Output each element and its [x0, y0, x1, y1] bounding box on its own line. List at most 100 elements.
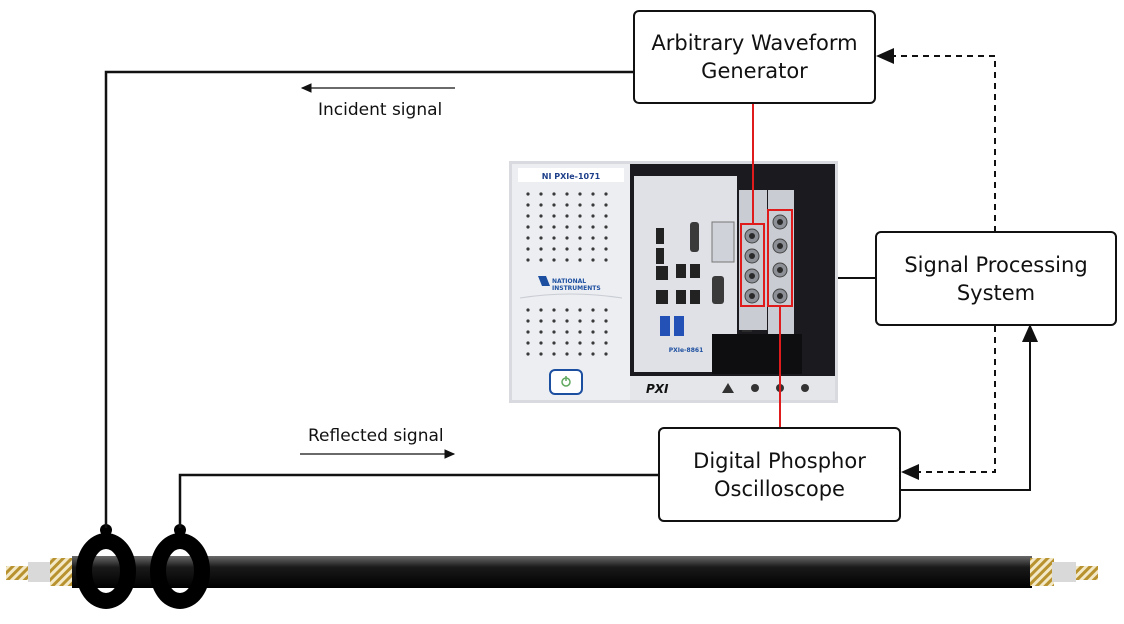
vent-hole	[591, 247, 595, 251]
ni-logo: NATIONAL INSTRUMENTS	[538, 276, 601, 292]
vent-hole	[539, 214, 543, 218]
vent-hole	[539, 192, 543, 196]
signal-processing-system-box: Signal Processing System	[875, 231, 1117, 326]
vent-hole	[578, 258, 582, 262]
bnc-connector-core	[749, 273, 755, 279]
vent-hole	[565, 203, 569, 207]
svg-text:INSTRUMENTS: INSTRUMENTS	[552, 285, 601, 292]
awg-label-line2: Generator	[701, 59, 808, 83]
sps-label-line2: System	[956, 280, 1036, 305]
sps-label-line1: Signal Processing	[904, 252, 1088, 277]
dpo-label-line1: Digital Phosphor	[693, 448, 866, 473]
cable-hatch-left	[6, 566, 28, 580]
bnc-connector-core	[777, 293, 783, 299]
vent-hole	[604, 319, 608, 323]
bnc-connector-core	[777, 243, 783, 249]
vent-hole	[552, 236, 556, 240]
vent-holes-bottom	[526, 308, 608, 356]
pxi-chassis-photo: NI PXIe-1071 NATIONAL INSTRUMENTS PXIe-8…	[509, 161, 838, 403]
vent-hole	[526, 330, 530, 334]
sensor-ring-incident	[76, 524, 136, 609]
cable-insulation-left	[28, 562, 52, 582]
vent-hole	[526, 236, 530, 240]
vent-hole	[539, 352, 543, 356]
vent-hole	[591, 352, 595, 356]
control-sps-to-awg	[876, 48, 996, 232]
cable	[6, 556, 1098, 588]
vent-hole	[526, 192, 530, 196]
cable-jacket	[72, 556, 1032, 588]
vent-hole	[591, 319, 595, 323]
vent-hole	[604, 352, 608, 356]
vent-hole	[552, 341, 556, 345]
vent-hole	[578, 352, 582, 356]
vent-hole	[526, 203, 530, 207]
wire-dpo-to-sps	[900, 324, 1038, 491]
sensor-ring-reflected	[150, 524, 210, 609]
vent-hole	[539, 258, 543, 262]
vent-hole	[565, 247, 569, 251]
vent-hole	[578, 341, 582, 345]
vent-hole	[565, 225, 569, 229]
vent-hole	[604, 308, 608, 312]
bnc-connector-core	[777, 219, 783, 225]
vent-hole	[604, 330, 608, 334]
vent-hole	[604, 192, 608, 196]
vent-hole	[552, 214, 556, 218]
awg-label-line1: Arbitrary Waveform	[651, 31, 858, 55]
cable-shield-left	[50, 558, 74, 586]
digital-phosphor-oscilloscope-box: Digital Phosphor Oscilloscope	[658, 427, 901, 522]
chassis-left-panel	[512, 164, 630, 400]
vent-hole	[539, 225, 543, 229]
vent-hole	[591, 192, 595, 196]
vent-hole	[526, 258, 530, 262]
vent-hole	[565, 308, 569, 312]
vent-hole	[539, 236, 543, 240]
vent-hole	[591, 330, 595, 334]
dpo-label-line2: Oscilloscope	[714, 476, 845, 501]
vent-hole	[591, 258, 595, 262]
vent-hole	[591, 214, 595, 218]
vent-hole	[578, 330, 582, 334]
bnc-connector-core	[749, 233, 755, 239]
vent-hole	[552, 319, 556, 323]
vent-hole	[552, 203, 556, 207]
chassis-model-label: NI PXIe-1071	[542, 172, 601, 181]
cable-hatch-right	[1076, 566, 1098, 580]
vent-hole	[565, 236, 569, 240]
vent-hole	[552, 308, 556, 312]
vent-hole	[526, 214, 530, 218]
vent-hole	[526, 319, 530, 323]
vent-hole	[552, 192, 556, 196]
pxi-label: PXI	[646, 382, 669, 396]
vent-hole	[578, 192, 582, 196]
cable-shield-right	[1030, 558, 1054, 586]
vent-hole	[604, 341, 608, 345]
vent-hole	[526, 341, 530, 345]
control-sps-to-dpo	[901, 326, 996, 480]
vent-hole	[604, 214, 608, 218]
vent-holes-top	[526, 192, 608, 262]
vent-hole	[591, 341, 595, 345]
arbitrary-waveform-generator-box: Arbitrary Waveform Generator	[633, 10, 876, 104]
vent-hole	[539, 319, 543, 323]
vent-hole	[604, 258, 608, 262]
vent-hole	[526, 247, 530, 251]
vent-hole	[604, 247, 608, 251]
vent-hole	[604, 203, 608, 207]
vent-hole	[578, 225, 582, 229]
vent-hole	[578, 247, 582, 251]
vent-hole	[578, 203, 582, 207]
vent-hole	[526, 352, 530, 356]
vent-hole	[591, 308, 595, 312]
vent-hole	[539, 341, 543, 345]
vent-hole	[578, 319, 582, 323]
vent-hole	[578, 236, 582, 240]
vent-hole	[565, 352, 569, 356]
vent-hole	[565, 214, 569, 218]
vent-hole	[604, 236, 608, 240]
wire-reflected-sensor-to-dpo	[178, 473, 660, 528]
vent-hole	[539, 308, 543, 312]
reflected-signal-label: Reflected signal	[308, 426, 444, 446]
vent-hole	[539, 203, 543, 207]
